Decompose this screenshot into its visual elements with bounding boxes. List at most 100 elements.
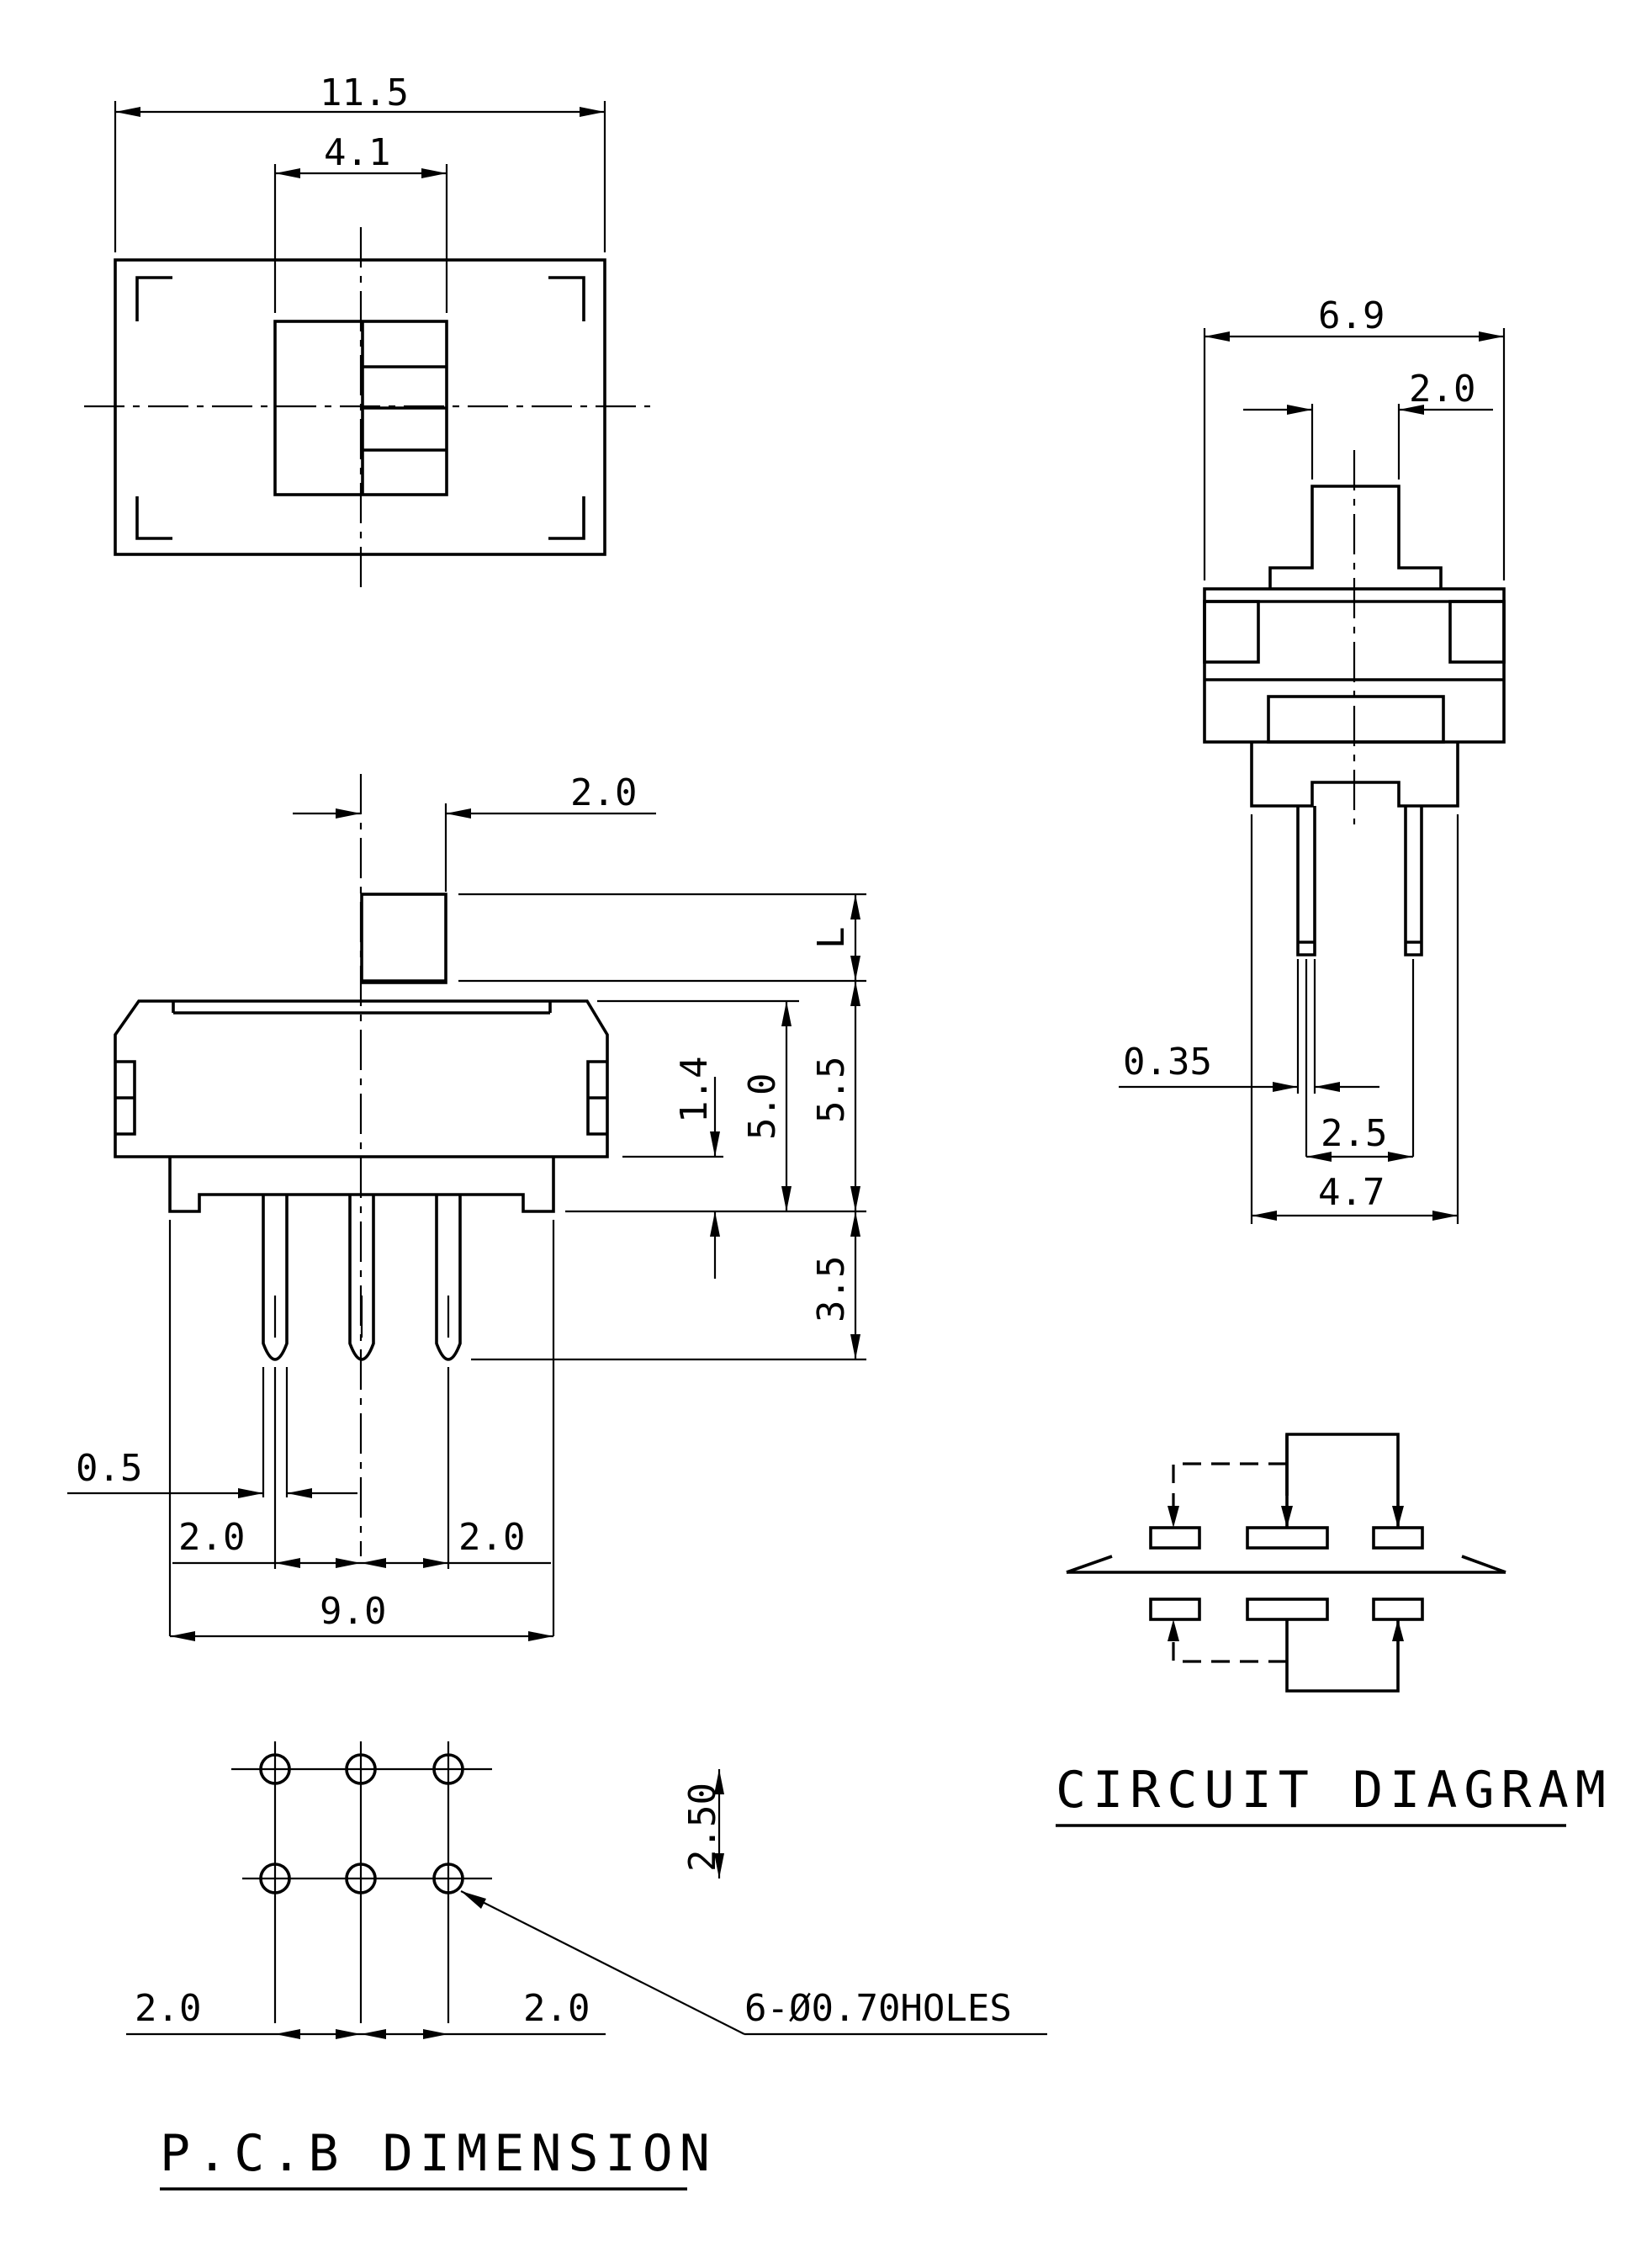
arrow-head [1392, 1619, 1404, 1641]
pcb-hole [345, 1753, 377, 1785]
arrow-head [1168, 1506, 1179, 1528]
arrow-head [1287, 405, 1312, 415]
side-view-housing [114, 999, 609, 1158]
arrow-head [580, 107, 605, 117]
contact-pad [1372, 1526, 1424, 1550]
arrow-head [714, 1769, 724, 1794]
dim-base-depth: 4.7 [1318, 1171, 1385, 1214]
end-view-clip-right [1448, 600, 1506, 664]
dim-overall-width: 11.5 [320, 72, 409, 114]
arrow-head [1392, 1506, 1404, 1528]
arrow-head [850, 981, 860, 1006]
pin [262, 1195, 289, 1361]
dim-pin-width: 0.5 [76, 1447, 142, 1490]
contact-pad [1149, 1526, 1201, 1550]
end-view: 6.9 2.0 0.35 2.5 4.7 [1119, 294, 1506, 1224]
arrow-head [710, 1131, 720, 1157]
arrow-head [528, 1631, 553, 1641]
hole-callout: 6-Ø0.70HOLES [744, 1987, 1012, 2030]
arrow-head [714, 1853, 724, 1879]
arrow-head [446, 808, 471, 819]
circuit-link-bottom-dashed [1172, 1628, 1287, 1663]
end-view-base [1250, 742, 1459, 808]
arrow-head [421, 168, 447, 178]
arrow-head [850, 894, 860, 919]
corner-mark-tr [548, 276, 585, 321]
arrow-head [850, 1211, 860, 1237]
pcb-dimension: 2.50 2.0 2.0 6-Ø0.70HOLES P.C.B DIMENSIO… [126, 1741, 1047, 2191]
dim-row-pitch: 2.5 [1321, 1112, 1387, 1155]
contact-pad [1372, 1598, 1424, 1621]
arrow-head [361, 1558, 386, 1568]
dim-housing-height: 5.0 [741, 1073, 784, 1140]
arrow-head [1479, 331, 1504, 342]
end-view-window [1267, 695, 1445, 744]
arrow-head [461, 1891, 486, 1909]
arrow-head [1252, 1211, 1277, 1221]
arrow-head [336, 2029, 361, 2039]
arrow-head [361, 2029, 386, 2039]
circuit-diagram: CIRCUIT DIAGRAM [1056, 1433, 1612, 1827]
arrow-head [781, 1186, 792, 1211]
slider-bar-end [1066, 1555, 1113, 1574]
slider-bar-end [1461, 1555, 1506, 1574]
dim-pitch-left: 2.0 [178, 1516, 245, 1559]
pcb-hole [432, 1753, 464, 1785]
end-view-actuator [1268, 485, 1443, 589]
pcb-hole [259, 1863, 291, 1894]
dim-pcb-pitch-left: 2.0 [135, 1987, 201, 2030]
arrow-head [336, 1558, 361, 1568]
side-view: 2.0 L 5.5 5.0 1.4 3.5 [67, 771, 866, 1641]
arrow-head [238, 1488, 263, 1498]
arrow-head [275, 1558, 300, 1568]
arrow-head [850, 1334, 860, 1359]
dim-pin-length: 3.5 [810, 1256, 853, 1322]
arrow-head [170, 1631, 195, 1641]
arrow-head [1399, 405, 1424, 415]
dim-actuator-depth: 2.0 [1409, 368, 1475, 411]
dim-pitch-right: 2.0 [458, 1516, 525, 1559]
dim-pcb-row-pitch: 2.50 [681, 1783, 724, 1872]
arrow-head [115, 107, 140, 117]
arrow-head [1281, 1506, 1293, 1528]
contact-pad [1246, 1526, 1329, 1550]
dim-standoff: 1.4 [673, 1057, 716, 1123]
contact-pad [1149, 1598, 1201, 1621]
arrow-head [850, 1186, 860, 1211]
arrow-head [287, 1488, 312, 1498]
arrow-head [423, 1558, 448, 1568]
arrow-head [781, 1001, 792, 1026]
corner-mark-tl [135, 276, 172, 321]
corner-mark-bl [135, 496, 172, 540]
end-view-pin-right [1404, 806, 1423, 956]
circuit-link-top-dashed [1172, 1462, 1287, 1518]
pcb-hole [345, 1863, 377, 1894]
side-view-actuator [360, 893, 447, 984]
dim-overall-depth: 6.9 [1318, 294, 1385, 337]
circuit-diagram-title: CIRCUIT DIAGRAM [1056, 1761, 1612, 1820]
leader-line [460, 1890, 745, 2035]
corner-mark-br [548, 496, 585, 540]
arrow-head [850, 956, 860, 981]
dim-actuator-width: 4.1 [324, 131, 390, 174]
pcb-hole [432, 1863, 464, 1894]
arrow-head [336, 808, 361, 819]
arrow-head [275, 2029, 300, 2039]
dim-pin-span: 9.0 [320, 1590, 386, 1633]
dim-body-height: 5.5 [810, 1057, 853, 1123]
arrow-head [1273, 1082, 1298, 1092]
dim-pin-thickness: 0.35 [1123, 1041, 1212, 1084]
top-view: 11.5 4.1 [84, 72, 650, 593]
end-view-clip-left [1203, 600, 1260, 664]
dim-pcb-pitch-right: 2.0 [523, 1987, 590, 2030]
arrow-head [1306, 1152, 1332, 1162]
arrow-head [423, 2029, 448, 2039]
arrow-head [275, 168, 300, 178]
pcb-dimension-title: P.C.B DIMENSION [160, 2124, 717, 2183]
circuit-link-bottom-solid [1285, 1619, 1400, 1693]
arrow-head [1315, 1082, 1340, 1092]
circuit-link-top-solid [1285, 1433, 1400, 1528]
arrow-head [1168, 1619, 1179, 1641]
